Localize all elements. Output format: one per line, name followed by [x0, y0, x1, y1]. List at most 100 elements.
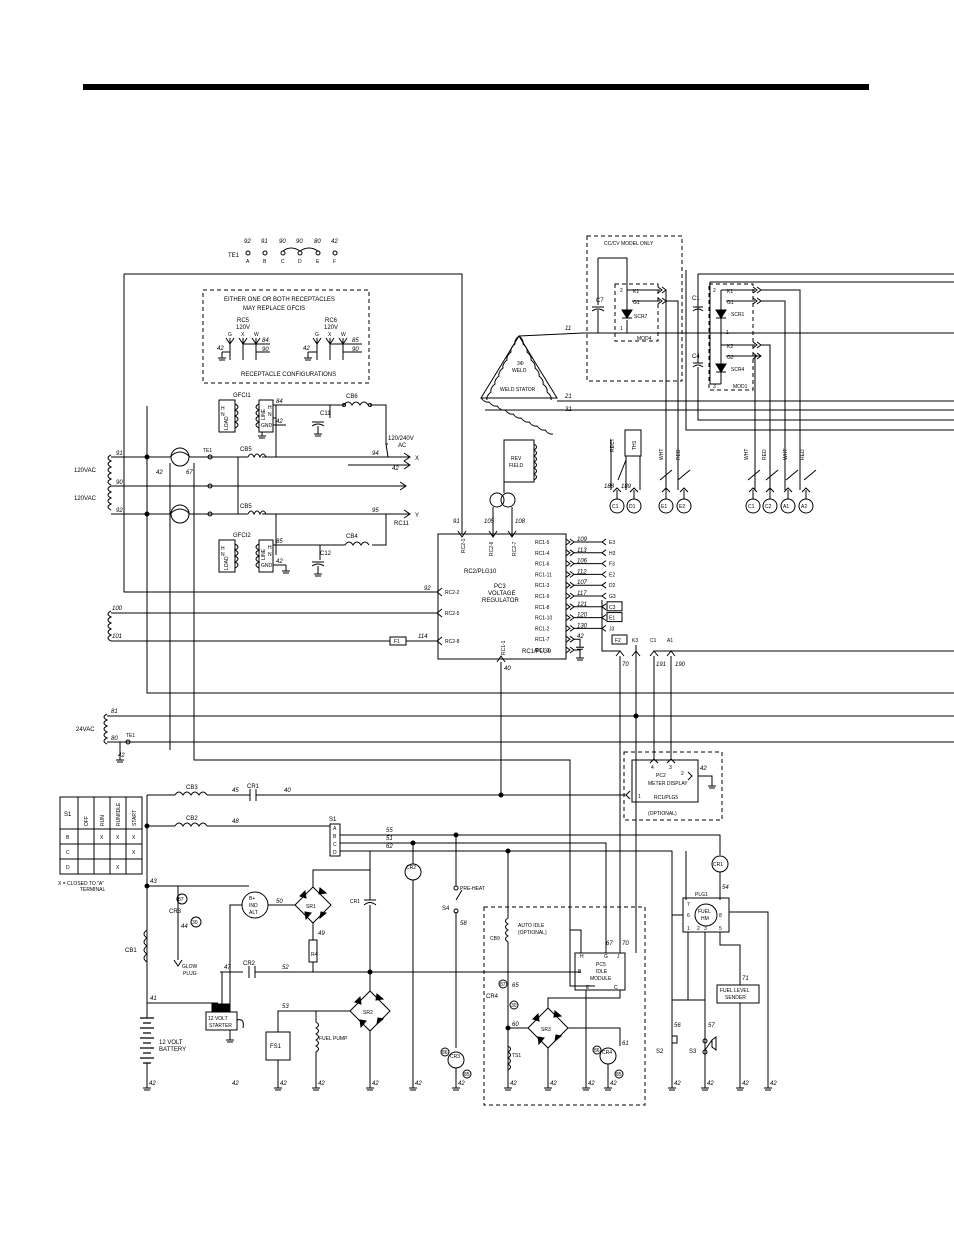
- upper-breakers: CB6 CB5 CB5 CB4 C11 C12: [240, 394, 372, 577]
- receptacle-caption: RECEPTACLE CONFIGURATIONS: [241, 372, 336, 378]
- svg-text:45: 45: [232, 788, 239, 794]
- svg-text:REV: REV: [511, 456, 522, 462]
- svg-text:GND: GND: [261, 563, 273, 569]
- svg-text:Y: Y: [415, 513, 419, 519]
- s1-table-row-header: B: [66, 835, 70, 841]
- svg-text:A: A: [333, 826, 337, 832]
- s1-table-col-header: RUN/IDLE: [116, 802, 122, 826]
- svg-text:REGULATOR: REGULATOR: [482, 598, 519, 604]
- te1-letter: B: [263, 259, 267, 265]
- svg-text:12 VOLT: 12 VOLT: [159, 1040, 183, 1046]
- pc3-pin-label: RC1-6: [535, 562, 550, 568]
- svg-text:CB3: CB3: [186, 785, 198, 791]
- svg-text:CB9: CB9: [490, 936, 500, 942]
- svg-text:3: 3: [669, 765, 672, 771]
- svg-text:70: 70: [622, 941, 629, 947]
- svg-text:RC2-1: RC2-1: [461, 538, 467, 553]
- pc3-wire-number: 107: [577, 580, 588, 586]
- svg-text:IDLE: IDLE: [596, 969, 608, 975]
- svg-text:85: 85: [616, 1072, 622, 1078]
- svg-text:LINE: LINE: [261, 408, 267, 420]
- pc3-voltage-regulator: PC3 VOLTAGE REGULATOR RC2/PLG10 RC1/PLG9…: [107, 510, 623, 798]
- te1-wire: 91: [261, 239, 268, 245]
- svg-text:STARTER: STARTER: [209, 1023, 232, 1029]
- pc3-pin-label: RC1-10: [535, 616, 552, 622]
- svg-text:21: 21: [564, 394, 572, 400]
- pc3-wire-number: 113: [577, 548, 587, 554]
- svg-text:K1: K1: [633, 289, 639, 295]
- svg-text:190: 190: [675, 662, 686, 668]
- svg-text:F2: F2: [615, 638, 621, 644]
- svg-text:3: 3: [704, 926, 707, 932]
- wire-color-label: RED: [800, 449, 806, 460]
- svg-text:7: 7: [687, 902, 690, 908]
- rev-field: REV FIELD: [489, 439, 537, 510]
- svg-text:5: 5: [719, 926, 722, 932]
- svg-text:RC1/PLG5: RC1/PLG5: [654, 795, 678, 801]
- output-120-240: 120/240V AC 94 42 95 X Y RC11: [372, 436, 419, 527]
- pc3-terminal: E1: [609, 616, 615, 622]
- svg-text:SR1: SR1: [306, 904, 316, 910]
- svg-text:40: 40: [284, 788, 291, 794]
- pc3-pin-label: RC1-5: [535, 540, 550, 546]
- receptacle-title: MAY REPLACE GFCIS: [243, 306, 305, 312]
- pc2-meter-display: 4 3 2 1 PC2 METER DISPLAY RC1/PLG5 (OPTI…: [623, 751, 723, 821]
- svg-text:92: 92: [424, 586, 431, 592]
- svg-text:C: C: [333, 842, 337, 848]
- output-terminal-label: E1: [661, 504, 667, 510]
- svg-text:N: N: [221, 412, 225, 418]
- svg-text:65: 65: [512, 983, 519, 989]
- svg-text:11: 11: [565, 326, 571, 332]
- svg-text:90: 90: [352, 347, 359, 353]
- svg-text:120V: 120V: [324, 325, 338, 331]
- pc3-terminal: D2: [609, 583, 616, 589]
- pc3-terminal: H3: [609, 551, 616, 557]
- pc3-terminal: J3: [609, 626, 615, 632]
- svg-text:H: H: [268, 405, 272, 411]
- te1-letter: A: [246, 259, 250, 265]
- svg-text:G2: G2: [727, 355, 734, 361]
- svg-text:CR1: CR1: [350, 899, 360, 905]
- svg-text:G: G: [604, 954, 608, 960]
- svg-text:ALT: ALT: [249, 910, 258, 916]
- te1-letter: C: [281, 259, 285, 265]
- rect-th1: RECT TH1 188 189: [604, 429, 642, 490]
- svg-text:42: 42: [303, 346, 310, 352]
- svg-text:G: G: [315, 332, 319, 338]
- s1-table-row-header: D: [66, 865, 70, 871]
- svg-text:42: 42: [149, 1081, 156, 1087]
- svg-text:RC5: RC5: [237, 318, 250, 324]
- svg-text:N: N: [268, 552, 272, 558]
- ground-wire-label: 42: [588, 1081, 595, 1087]
- svg-text:CB1: CB1: [125, 948, 137, 954]
- svg-text:SCR7: SCR7: [634, 314, 648, 320]
- coil-label: 120VAC: [74, 468, 97, 474]
- svg-text:2: 2: [620, 288, 623, 294]
- svg-text:67: 67: [606, 941, 613, 947]
- svg-text:TH1: TH1: [632, 440, 638, 450]
- wire-color-label: RED: [676, 449, 682, 460]
- pc3-wire-number: 109: [577, 537, 588, 543]
- svg-text:W: W: [341, 332, 346, 338]
- svg-text:FS1: FS1: [270, 1044, 282, 1050]
- svg-text:RC2-6: RC2-6: [489, 541, 495, 556]
- svg-text:42: 42: [276, 419, 283, 425]
- svg-text:GND: GND: [261, 423, 273, 429]
- svg-text:SCR4: SCR4: [731, 367, 745, 373]
- te1-label: TE1: [228, 253, 240, 259]
- output-terminal-label: C1: [748, 504, 755, 510]
- svg-text:PLG1: PLG1: [695, 892, 708, 898]
- svg-text:47: 47: [224, 965, 231, 971]
- svg-text:2: 2: [681, 771, 684, 777]
- svg-text:B: B: [333, 834, 337, 840]
- svg-text:188: 188: [604, 484, 615, 490]
- svg-text:RC2-2: RC2-2: [445, 590, 460, 596]
- svg-text:CR1: CR1: [713, 862, 723, 868]
- svg-text:105: 105: [484, 519, 495, 525]
- te1-letter: D: [298, 259, 302, 265]
- svg-text:H: H: [268, 545, 272, 551]
- pc3-terminal: E2: [609, 572, 615, 578]
- svg-text:G1: G1: [727, 300, 734, 306]
- svg-text:BATTERY: BATTERY: [159, 1047, 186, 1053]
